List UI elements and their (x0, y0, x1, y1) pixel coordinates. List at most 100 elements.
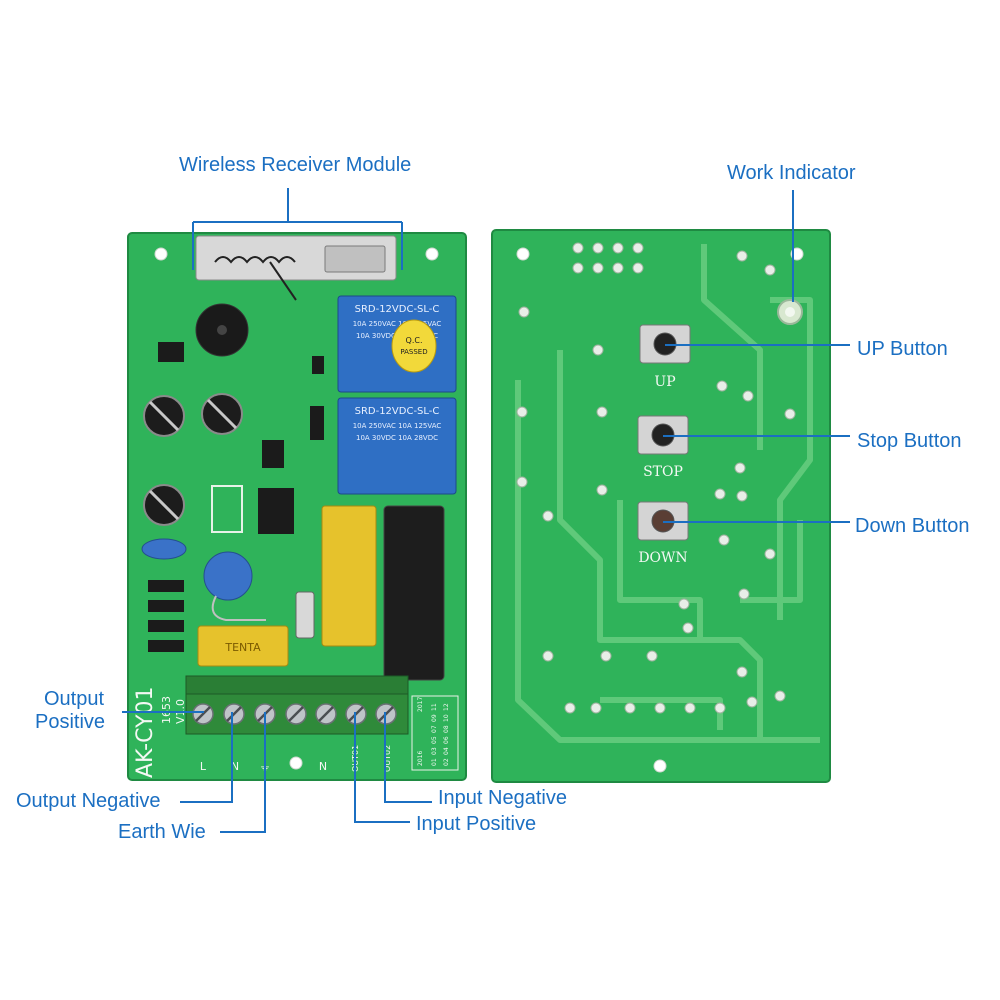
solder-pad (590, 702, 602, 714)
relay-bottom: SRD-12VDC-SL-C 10A 250VAC 10A 125VAC 10A… (337, 397, 457, 495)
work-indicator-led (777, 299, 803, 325)
solder-pad (592, 262, 604, 274)
solder-pad (684, 702, 696, 714)
electrolytic-capacitor (143, 484, 185, 526)
mount-hole (154, 247, 168, 261)
date-cell: 04 (443, 747, 450, 755)
output-positive-line1: Output (44, 688, 105, 710)
solder-pad (746, 696, 758, 708)
date-cell: 11 (431, 703, 438, 711)
input-negative-label: Input Negative (438, 787, 567, 809)
relay-model-label: SRD-12VDC-SL-C (355, 304, 440, 315)
down-button-callout: Down Button (855, 515, 970, 537)
date-cell: 01 (431, 758, 438, 766)
mount-hole (516, 247, 530, 261)
board-model-label: AK-CY01 (133, 686, 158, 778)
date-cell: 03 (431, 747, 438, 755)
solder-pad (632, 262, 644, 274)
solder-pad (596, 406, 608, 418)
input-positive-leader (354, 712, 410, 823)
solder-pad (600, 650, 612, 662)
solder-pad (572, 262, 584, 274)
terminal-screw (192, 703, 214, 725)
date-cell: 12 (443, 703, 450, 711)
antenna-coil (214, 256, 297, 301)
mount-hole (653, 759, 667, 773)
input-negative-leader (384, 712, 432, 803)
relay-model-label: SRD-12VDC-SL-C (355, 406, 440, 417)
fuse (295, 591, 315, 639)
front-board: SRD-12VDC-SL-C 10A 250VAC 10A 125VAC 10A… (127, 232, 467, 781)
qc-sticker: Q.C. PASSED (391, 319, 437, 373)
terminal-screw (285, 703, 307, 725)
tenta-capacitor: TENTA (197, 625, 289, 667)
ic-footprint (211, 485, 243, 533)
solder-pad (764, 264, 776, 276)
solder-pad (646, 650, 658, 662)
up-button-callout: UP Button (857, 338, 948, 360)
date-cell: 06 (443, 736, 450, 744)
back-board: UP STOP DOWN (491, 229, 831, 783)
relay-rating-label: 10A 250VAC 10A 125VAC (353, 320, 442, 328)
terminal-screw (315, 703, 337, 725)
receiver-crystal (324, 245, 386, 273)
solder-pad (592, 344, 604, 356)
wireless-receiver-label: Wireless Receiver Module (179, 154, 412, 176)
output-negative-label: Output Negative (16, 790, 161, 812)
solder-pad (678, 598, 690, 610)
smd-resistor (148, 640, 184, 652)
capacitor-brand-label: TENTA (224, 641, 261, 654)
ic-chip (258, 488, 294, 534)
smd-resistor (148, 580, 184, 592)
solder-pad (682, 622, 694, 634)
terminal-label: N (231, 760, 239, 773)
solder-pad (764, 548, 776, 560)
solder-pad (612, 262, 624, 274)
qc-sticker-text: Q.C. (406, 336, 423, 345)
small-ic (158, 342, 184, 362)
solder-pad (774, 690, 786, 702)
varistor (203, 551, 253, 601)
solder-pad (736, 666, 748, 678)
mount-hole (289, 756, 303, 770)
solder-pad (784, 408, 796, 420)
work-indicator-label: Work Indicator (727, 162, 856, 184)
date-year: 2017 (417, 697, 424, 712)
terminal-screw (223, 703, 245, 725)
varistor-lead (211, 595, 266, 621)
transistor (262, 440, 284, 468)
smd-resistor (148, 600, 184, 612)
up-button-label: UP (654, 374, 675, 390)
qc-sticker-text: PASSED (400, 348, 427, 356)
buzzer-hole (217, 325, 227, 335)
solder-pad (564, 702, 576, 714)
output-positive-label: Output (44, 688, 104, 710)
terminal-block (185, 675, 409, 735)
diode (310, 406, 324, 440)
terminal-label: N (319, 760, 327, 773)
solder-pad (516, 476, 528, 488)
solder-pad (572, 242, 584, 254)
solder-pad (714, 702, 726, 714)
solder-pad (736, 250, 748, 262)
solder-pad (518, 306, 530, 318)
solder-pad (516, 406, 528, 418)
smd-resistor (148, 620, 184, 632)
date-cell: 10 (443, 714, 450, 722)
solder-pad (654, 702, 666, 714)
solder-pad (734, 462, 746, 474)
solder-pad (542, 650, 554, 662)
mount-hole (425, 247, 439, 261)
solder-pad (624, 702, 636, 714)
relay-rating-label: 10A 30VDC 10A 28VDC (356, 434, 438, 442)
black-capacitor (383, 505, 445, 681)
date-cell: 08 (443, 725, 450, 733)
board-code-label: 1653 (160, 696, 173, 724)
earth-wire-label: Earth Wie (118, 821, 206, 843)
stop-button-callout: Stop Button (857, 430, 962, 452)
relay-rating-label: 10A 250VAC 10A 125VAC (353, 422, 442, 430)
date-year: 2016 (417, 751, 424, 766)
earth-leader (220, 712, 266, 833)
solder-pad (632, 242, 644, 254)
